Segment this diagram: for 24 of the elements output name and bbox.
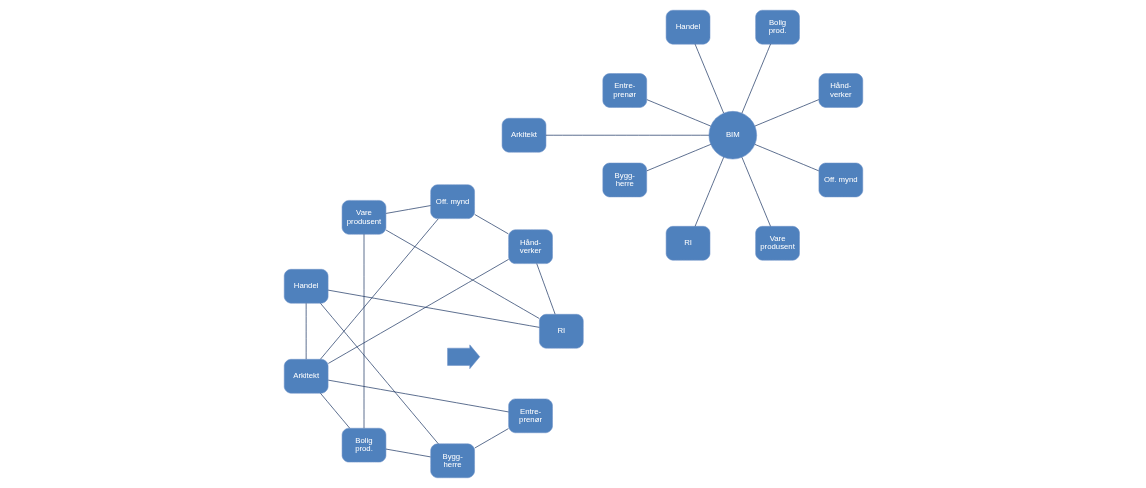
connector	[305, 302, 307, 360]
connector	[327, 289, 540, 328]
connector	[473, 214, 509, 235]
connector	[327, 259, 509, 364]
connector	[385, 229, 540, 319]
connector	[646, 144, 711, 172]
connector	[694, 43, 724, 114]
connector	[646, 99, 711, 127]
connector	[535, 263, 555, 315]
connector	[741, 157, 771, 227]
connector	[545, 134, 709, 136]
connector	[754, 99, 819, 127]
connector	[385, 448, 431, 458]
connector	[694, 157, 724, 227]
connector	[754, 144, 819, 172]
connector	[385, 205, 431, 214]
connector	[363, 233, 364, 429]
connector	[319, 303, 439, 445]
connector	[741, 43, 771, 114]
connector	[319, 392, 350, 429]
connector	[327, 379, 509, 413]
connector	[319, 218, 439, 360]
connector	[473, 428, 509, 449]
node-arrow	[446, 344, 480, 369]
